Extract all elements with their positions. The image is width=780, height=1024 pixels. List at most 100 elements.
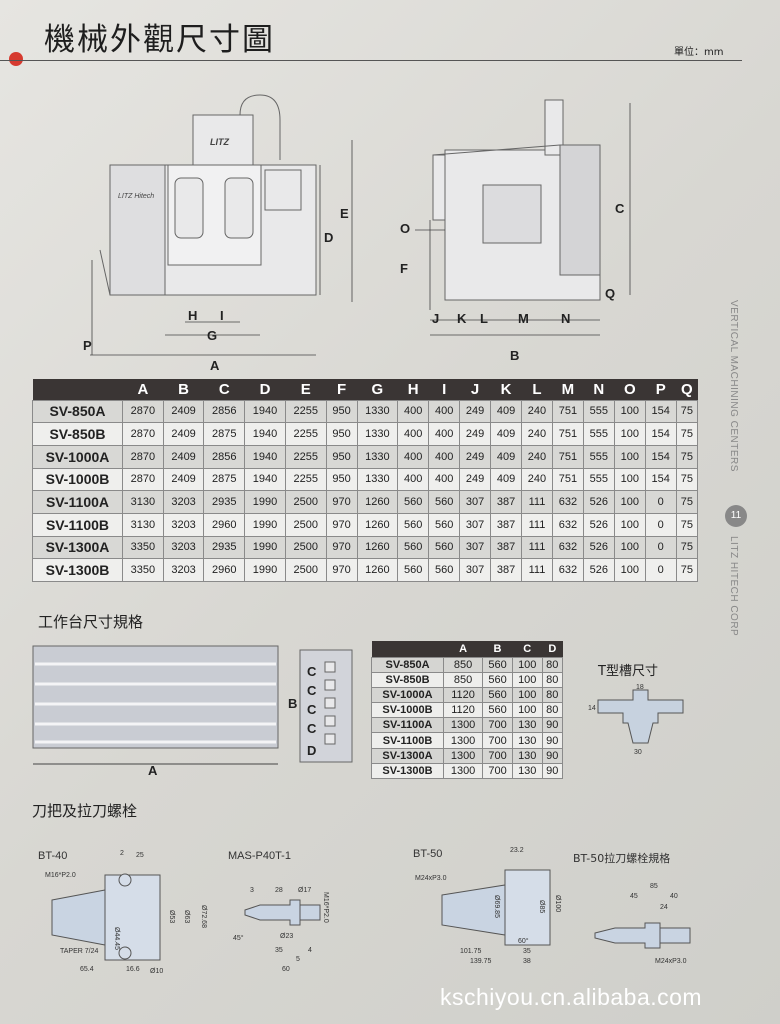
bt40-w2: 25 (136, 852, 144, 859)
value-cell: 240 (521, 399, 553, 424)
value-cell: 555 (582, 422, 615, 446)
dim-label-c: C (615, 201, 625, 216)
value-cell: 1260 (356, 558, 399, 582)
value-cell: 2409 (162, 444, 205, 469)
accent-dot (9, 52, 23, 66)
value-cell: 632 (551, 512, 584, 537)
dim-label-p: P (83, 338, 92, 353)
tslot-bottom: 30 (634, 749, 642, 756)
value-cell: 2935 (203, 490, 246, 514)
value-cell: 560 (428, 512, 461, 537)
value-cell: 2409 (162, 422, 205, 446)
dim-label-o: O (400, 221, 410, 236)
value-cell: 80 (541, 702, 564, 719)
model-cell: SV-1300B (371, 762, 444, 780)
value-cell: 249 (459, 422, 492, 446)
value-cell: 2856 (203, 444, 246, 469)
value-cell: 100 (613, 535, 646, 560)
dim-label-b: B (510, 348, 519, 363)
value-cell: 950 (325, 422, 358, 446)
bt40-length1: 65.4 (80, 966, 94, 973)
value-cell: 3203 (162, 535, 205, 560)
value-cell: 751 (551, 399, 584, 424)
model-cell: SV-850B (32, 422, 123, 446)
model-cell: SV-850A (371, 656, 444, 673)
worktable-label-c1: C (307, 664, 317, 679)
mas-c: Ø17 (298, 887, 311, 894)
value-cell: 3130 (122, 490, 164, 514)
value-cell: 154 (644, 399, 677, 424)
side-text-right: LITZ HITECH CORP (728, 536, 739, 637)
bt40-thread: M16*P2.0 (45, 872, 76, 879)
model-cell: SV-1000B (371, 702, 444, 719)
value-cell: 387 (490, 558, 522, 582)
value-cell: 90 (541, 717, 564, 734)
bt50-bolt-label: BT-50拉刀螺栓規格 (573, 852, 671, 865)
model-cell: SV-1300B (32, 558, 123, 582)
value-cell: 2500 (284, 535, 327, 560)
column-header-i: I (428, 379, 460, 400)
dim-label-i: I (220, 308, 224, 323)
value-cell: 1990 (244, 490, 286, 514)
page-number: 11 (725, 505, 747, 527)
mas-g: 4 (308, 947, 312, 954)
header-corner (371, 641, 444, 657)
column-header-a: A (122, 379, 164, 400)
value-cell: 400 (397, 467, 430, 492)
model-cell: SV-1100A (32, 490, 123, 514)
value-cell: 90 (541, 732, 564, 749)
value-cell: 409 (490, 399, 522, 424)
mas-drawing: 3 28 Ø17 Ø23 35 4 5 60 45° M16*P2.0 (233, 887, 329, 973)
model-cell: SV-1300A (32, 535, 123, 560)
column-header-c: C (203, 379, 245, 400)
bt40-taper: TAPER 7/24 (60, 948, 98, 955)
value-cell: 850 (442, 656, 484, 673)
value-cell: 100 (613, 399, 646, 424)
value-cell: 1120 (442, 702, 484, 719)
column-header-a: A (443, 641, 483, 657)
value-cell: 409 (490, 444, 522, 469)
value-cell: 80 (541, 671, 564, 688)
column-header-m: M (552, 379, 584, 400)
worktable-label-b: B (288, 696, 297, 711)
value-cell: 526 (582, 558, 615, 582)
value-cell: 90 (541, 762, 564, 780)
value-cell: 2870 (122, 444, 164, 469)
value-cell: 2255 (284, 422, 327, 446)
dim-label-j: J (432, 311, 439, 326)
mas-f: 60 (282, 966, 290, 973)
value-cell: 75 (675, 535, 699, 560)
tslot-width: 18 (636, 684, 644, 691)
mas-e: 35 (275, 947, 283, 954)
bt50-d1: Ø69.85 (493, 895, 500, 918)
dim-label-l: L (480, 311, 488, 326)
mas-a: 3 (250, 887, 254, 894)
bt50-l1: 101.75 (460, 948, 482, 955)
value-cell: 560 (397, 512, 430, 537)
worktable-title: 工作台尺寸規格 (38, 613, 144, 631)
column-header-p: P (645, 379, 677, 400)
value-cell: 387 (490, 535, 522, 560)
machine-side-view: C O F Q J K L M N B (400, 99, 631, 363)
value-cell: 2935 (203, 535, 246, 560)
model-cell: SV-850B (371, 671, 444, 688)
value-cell: 1260 (356, 512, 399, 537)
bt50-a: 23.2 (510, 847, 524, 854)
value-cell: 2870 (122, 422, 164, 446)
value-cell: 80 (541, 686, 564, 704)
value-cell: 240 (521, 444, 553, 469)
watermark: kschiyou.cn.alibaba.com (440, 984, 703, 1010)
value-cell: 2870 (122, 467, 164, 492)
bt50-d2: Ø85 (538, 900, 545, 913)
worktable-drawing: A B C C C C D (32, 645, 353, 777)
value-cell: 1300 (442, 747, 484, 764)
value-cell: 555 (582, 467, 615, 492)
value-cell: 950 (325, 399, 358, 424)
header-corner (32, 379, 123, 400)
